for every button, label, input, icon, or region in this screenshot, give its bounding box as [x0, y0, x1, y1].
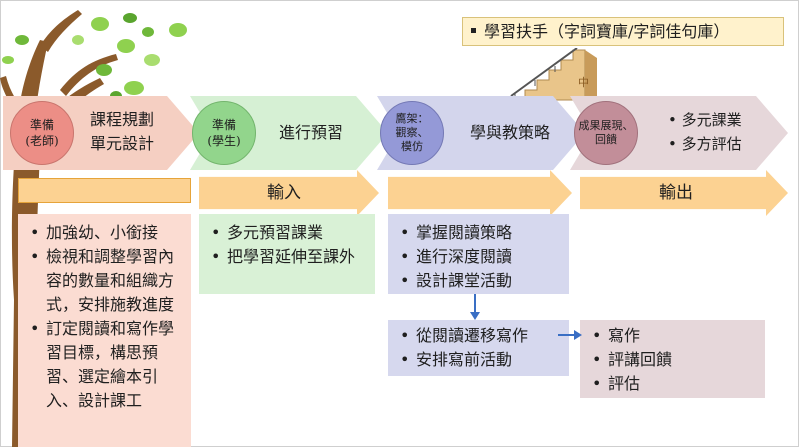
list-item: 檢視和調整學習內容的數量和組織方式，安排施教進度 — [26, 245, 187, 317]
stage-text-line: 學與教策略 — [470, 123, 551, 142]
list-item: 把學習延伸至課外 — [207, 245, 371, 269]
list-item: 評講回饋 — [588, 348, 761, 372]
staircase-icon: 中 — [510, 48, 597, 103]
circle-line: 觀察、 — [395, 126, 429, 139]
list-item: 多元預習課業 — [207, 221, 371, 245]
right-arrow-icon — [558, 330, 582, 340]
stage-text-line: 課程規劃 — [90, 110, 155, 129]
stage-scaffold-text: 學與教策略 — [470, 121, 550, 145]
stage-student-circle: 準備 (學生) — [192, 101, 256, 165]
input-arrow — [199, 170, 379, 216]
teacher-highlight-bar — [18, 178, 191, 203]
student-prep-box: 多元預習課業 把學習延伸至課外 — [199, 214, 375, 294]
list-item: 從閱讀遷移寫作 — [396, 324, 565, 348]
output-arrow — [580, 170, 788, 216]
circle-line: (老師) — [25, 134, 59, 148]
stairs-label: 中 — [578, 76, 589, 89]
list-item: 安排寫前活動 — [396, 348, 565, 372]
stage-teacher-text: 課程規劃 單元設計 — [90, 108, 154, 156]
circle-line: 準備 — [211, 118, 236, 132]
down-arrow-icon — [470, 294, 480, 320]
square-bullet-icon — [471, 28, 476, 33]
list-item: 訂定閱讀和寫作學習目標，構思預習、選定繪本引入、設計課工 — [26, 317, 187, 413]
process-arrow — [388, 170, 572, 216]
stage-teacher-circle: 準備 (老師) — [10, 101, 74, 165]
helper-label: 學習扶手（字詞寶庫/字詞佳句庫） — [484, 22, 730, 41]
circle-line: 成果展現、 — [578, 119, 634, 132]
stage-outcome-text: • 多元課業 • 多方評估 — [668, 108, 742, 156]
reading-strategy-box: 掌握閱讀策略 進行深度閱讀 設計課堂活動 — [388, 214, 569, 294]
list-item: 寫作 — [588, 324, 761, 348]
list-item: 掌握閱讀策略 — [396, 221, 565, 245]
stage-scaffold-circle: 鷹架：觀察、模仿 — [380, 101, 444, 165]
list-item: 加強幼、小銜接 — [26, 221, 187, 245]
writing-transfer-box: 從閱讀遷移寫作 安排寫前活動 — [388, 320, 569, 376]
stage-outcome-circle: 成果展現、回饋 — [574, 101, 638, 165]
stage-text-line: • 多方評估 — [668, 135, 742, 153]
stage-text-line: 單元設計 — [90, 134, 155, 153]
list-item: 評估 — [588, 372, 761, 396]
circle-line: 模仿 — [401, 140, 423, 153]
circle-line: 回饋 — [595, 133, 617, 146]
stage-student-text: 進行預習 — [279, 121, 343, 145]
list-item: 進行深度閱讀 — [396, 245, 565, 269]
outcome-box: 寫作 評講回饋 評估 — [580, 320, 765, 398]
learning-scaffold-note: 學習扶手（字詞寶庫/字詞佳句庫） — [462, 17, 784, 46]
circle-line: 鷹架： — [395, 112, 429, 125]
circle-line: (學生) — [207, 134, 241, 148]
list-item: 設計課堂活動 — [396, 269, 565, 293]
circle-line: 準備 — [29, 118, 54, 132]
stage-text-line: • 多元課業 — [668, 111, 742, 129]
stage-text-line: 進行預習 — [279, 123, 344, 142]
teacher-prep-box: 加強幼、小銜接 檢視和調整學習內容的數量和組織方式，安排施教進度 訂定閱讀和寫作… — [18, 214, 191, 447]
input-label: 輸入 — [267, 183, 301, 203]
output-label: 輸出 — [659, 183, 693, 203]
